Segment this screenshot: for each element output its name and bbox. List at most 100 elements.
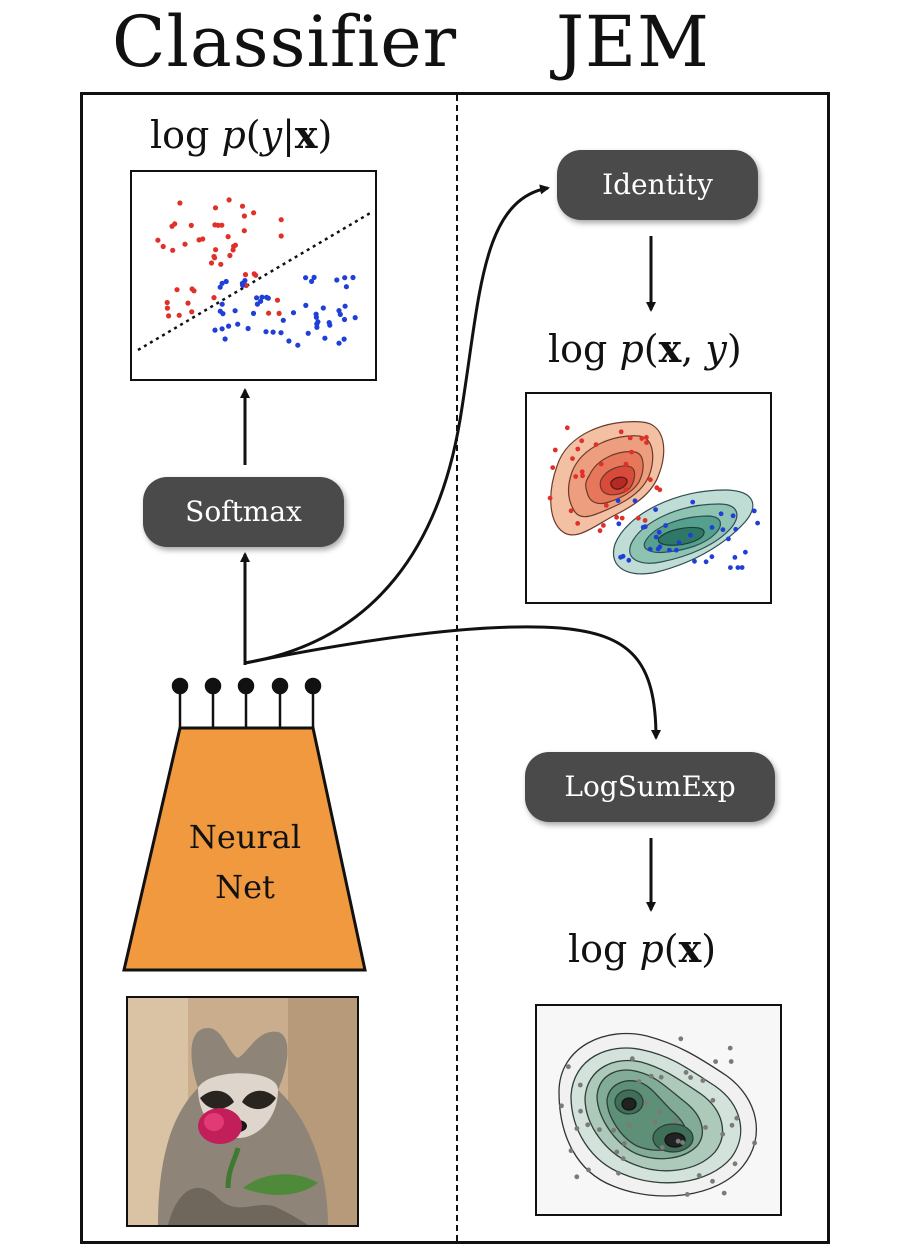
- red-points-dot: [213, 247, 219, 253]
- joint-red-points-dot: [614, 514, 619, 520]
- blue-points-dot: [295, 342, 301, 348]
- red-points-dot: [164, 299, 170, 306]
- joint-red-points-dot: [642, 518, 648, 523]
- red-points-dot: [212, 205, 219, 211]
- red-points-dot: [239, 203, 246, 209]
- marginal-points-dot: [658, 1074, 664, 1080]
- joint-red-points-dot: [593, 442, 599, 447]
- marginal-points-dot: [696, 1173, 702, 1178]
- red-class-points: [155, 197, 284, 319]
- red-points-dot: [215, 222, 221, 228]
- arrow-to-identity: [244, 184, 550, 665]
- formula-log: log: [568, 927, 640, 971]
- red-points-dot: [241, 213, 247, 219]
- marginal-points-dot: [721, 1190, 727, 1196]
- classifier-heading: Classifier: [112, 1, 458, 83]
- formula-close: ): [317, 113, 333, 157]
- blue-points-dot: [220, 311, 226, 317]
- blue-points-dot: [235, 321, 241, 327]
- marginal-points-dot: [643, 1100, 649, 1106]
- blue-points-dot: [254, 295, 260, 301]
- blue-points-dot: [313, 311, 319, 317]
- marginal-points-dot: [683, 1070, 689, 1075]
- joint-red-points: [547, 425, 663, 534]
- joint-red-points-dot: [564, 425, 570, 431]
- joint-blue-points-dot: [728, 565, 733, 570]
- marginal-points-dot: [577, 1082, 583, 1088]
- blue-points-dot: [343, 284, 349, 290]
- raccoon-photo: [128, 998, 357, 1225]
- joint-blue-points-dot: [743, 549, 748, 555]
- marginal-points-dot: [629, 1056, 635, 1062]
- marginal-points-dot: [700, 1078, 706, 1083]
- marginal-points-dot: [675, 1138, 681, 1144]
- joint-blue-points-dot: [674, 547, 679, 553]
- joint-red-points-dot: [579, 438, 585, 444]
- blue-points-dot: [336, 308, 342, 314]
- arrow-to-logsumexp: [244, 625, 661, 740]
- blue-points-dot: [326, 320, 332, 326]
- formula-y: y: [705, 327, 727, 371]
- joint-blue-points-dot: [732, 555, 738, 560]
- red-points-dot: [227, 252, 233, 259]
- identity-node: Identity: [557, 150, 758, 220]
- blue-points-dot: [212, 327, 218, 333]
- blue-points-dot: [219, 326, 225, 332]
- red-points-dot: [251, 271, 257, 277]
- joint-red-points-dot: [629, 449, 634, 455]
- blue-points-dot: [270, 329, 276, 335]
- red-points-dot: [251, 210, 257, 216]
- marginal-points-dot: [586, 1167, 591, 1173]
- joint-red-points-dot: [644, 440, 649, 445]
- marginal-points-dot: [659, 1145, 665, 1150]
- joint-formula: log p(x, y): [548, 326, 742, 371]
- marginal-points-dot: [611, 1127, 617, 1133]
- marginal-points-dot: [566, 1064, 571, 1070]
- red-points-dot: [232, 242, 238, 248]
- blue-points-dot: [309, 278, 315, 284]
- blue-points-dot: [303, 302, 309, 308]
- marginal-points-dot: [710, 1097, 716, 1103]
- blue-points-dot: [311, 274, 317, 280]
- red-points-dot: [160, 243, 166, 250]
- blue-points-dot: [286, 338, 292, 344]
- blue-points-dot: [226, 323, 232, 329]
- logsumexp-node: LogSumExp: [525, 752, 775, 822]
- joint-red-points-dot: [597, 528, 603, 534]
- joint-red-points-dot: [623, 487, 629, 493]
- formula-p: p: [639, 927, 664, 971]
- blue-points-dot: [352, 315, 358, 321]
- joint-blue-points-dot: [618, 554, 623, 560]
- formula-open: (: [663, 927, 679, 971]
- red-points-dot: [226, 197, 232, 203]
- blue-points-dot: [223, 278, 229, 285]
- joint-red-points-dot: [639, 436, 645, 441]
- joint-red-points-dot: [635, 515, 641, 521]
- joint-density-panel: [525, 392, 772, 604]
- joint-blue-points: [615, 498, 760, 570]
- joint-blue-points-dot: [692, 558, 697, 564]
- joint-red-points-dot: [575, 446, 581, 452]
- net-label-line-1: Neural: [188, 818, 302, 856]
- marginal-density-plot: [537, 1006, 780, 1214]
- marginal-points-dot: [734, 1115, 740, 1121]
- decision-boundary: [137, 210, 373, 352]
- joint-blue-points-dot: [726, 536, 731, 542]
- joint-blue-points-dot: [755, 520, 760, 526]
- blue-points-dot: [341, 316, 348, 323]
- blue-points-dot: [334, 277, 340, 283]
- marginal-density-panel: [535, 1004, 782, 1216]
- red-points-dot: [164, 305, 170, 311]
- joint-blue-points-dot: [730, 513, 736, 519]
- red-points-dot: [172, 221, 178, 227]
- red-points-dot: [278, 217, 284, 223]
- marginal-points-dot: [636, 1079, 642, 1084]
- joint-blue-points-dot: [688, 532, 693, 538]
- marginal-points-dot: [559, 1103, 564, 1109]
- blue-points-dot: [219, 280, 225, 286]
- blue-points-dot: [219, 301, 225, 307]
- joint-blue-points-dot: [615, 498, 621, 504]
- marginal-points-dot: [597, 1127, 602, 1132]
- marginal-points-dot: [620, 1156, 626, 1161]
